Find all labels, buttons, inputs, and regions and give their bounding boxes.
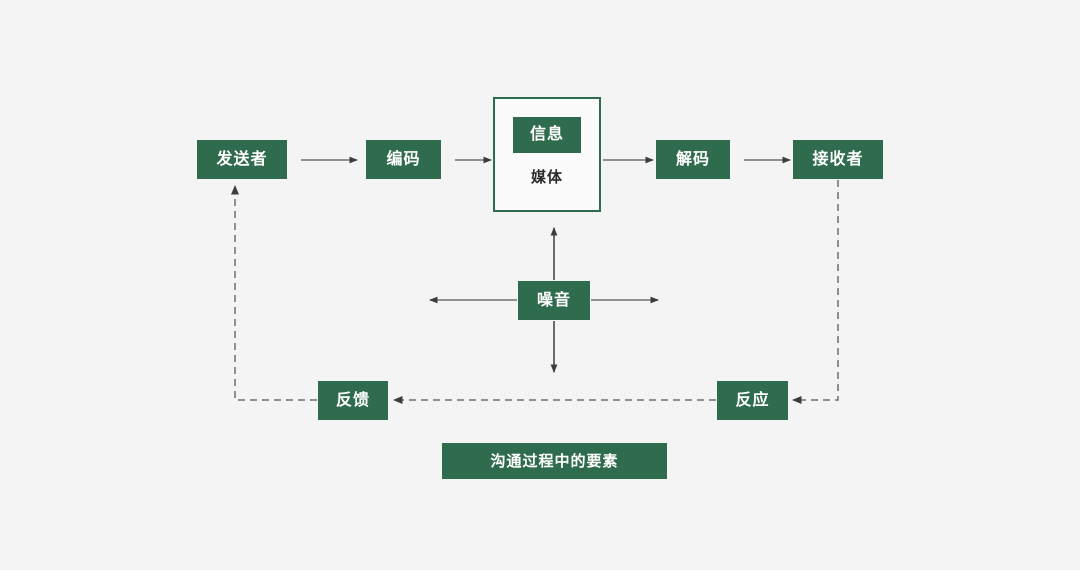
diagram-title-label: 沟通过程中的要素: [490, 452, 619, 470]
node-encode-label: 编码: [386, 150, 421, 168]
node-noise-label: 噪音: [536, 291, 571, 309]
connector-feedback-to-sender: [231, 185, 317, 401]
node-reaction[interactable]: 反应: [717, 381, 788, 420]
node-receiver-label: 接收者: [812, 150, 864, 168]
node-message[interactable]: 信息: [513, 117, 581, 153]
node-decode-label: 解码: [675, 150, 710, 168]
node-noise[interactable]: 噪音: [518, 281, 590, 320]
node-sender[interactable]: 发送者: [197, 140, 287, 179]
node-decode[interactable]: 解码: [656, 140, 730, 179]
node-receiver[interactable]: 接收者: [793, 140, 883, 179]
node-media-label: 媒体: [530, 169, 563, 186]
node-sender-label: 发送者: [216, 150, 268, 168]
connector-receiver-to-reaction: [792, 180, 839, 404]
diagram-title: 沟通过程中的要素: [442, 443, 667, 479]
node-reaction-label: 反应: [735, 391, 770, 409]
node-feedback[interactable]: 反馈: [318, 381, 388, 420]
node-feedback-label: 反馈: [335, 391, 370, 409]
node-message-label: 信息: [529, 126, 564, 143]
node-channel[interactable]: 信息 媒体: [493, 97, 601, 212]
node-encode[interactable]: 编码: [366, 140, 441, 179]
